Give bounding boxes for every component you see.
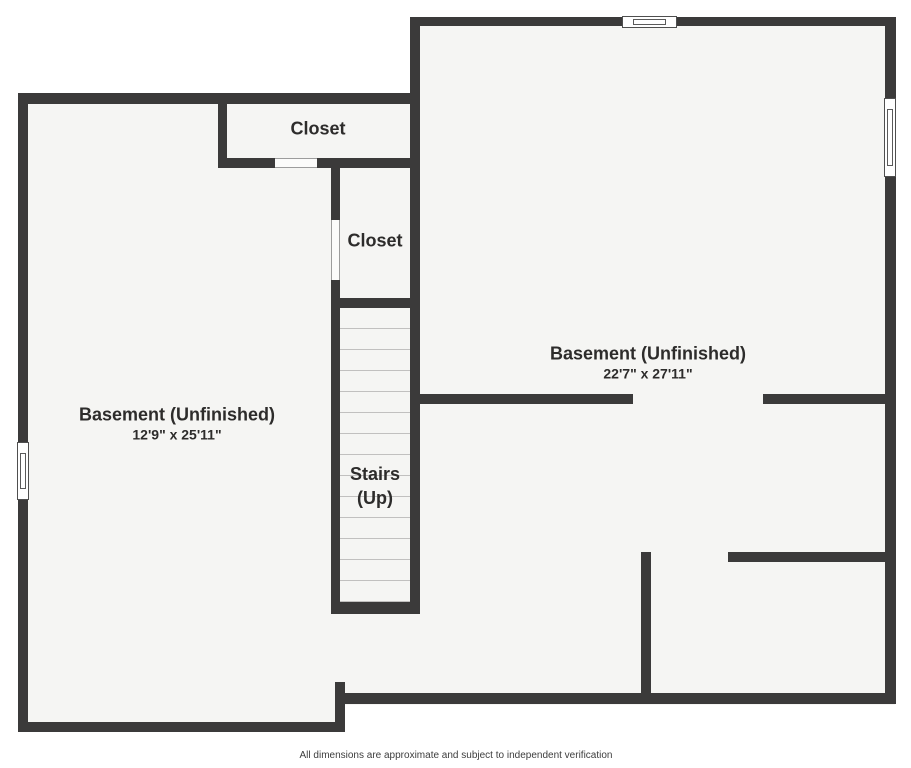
- floor-right-section: [410, 17, 895, 705]
- wall-exterior-left: [18, 93, 28, 732]
- window-pane: [20, 453, 26, 489]
- window-pane: [633, 19, 666, 25]
- wall-lower-right-divider: [728, 552, 895, 562]
- room-label-left-basement: Basement (Unfinished) 12'9" x 25'11": [79, 404, 275, 445]
- room-name: Basement (Unfinished): [78, 404, 276, 425]
- wall-closet-middle-left-lower: [331, 280, 340, 308]
- wall-exterior-bottom-left-room: [18, 722, 345, 732]
- wall-closet-middle-bottom: [331, 298, 420, 308]
- room-label-right-basement: Basement (Unfinished) 22'7" x 27'11": [550, 343, 746, 384]
- window-symbol-top: [622, 16, 677, 28]
- wall-exterior-step: [335, 682, 345, 732]
- wall-right-room-divider-seg1: [415, 394, 633, 404]
- room-dimensions: 22'7" x 27'11": [603, 365, 693, 382]
- door-opening-closet-top: [275, 158, 317, 168]
- wall-stairs-left: [331, 298, 340, 614]
- stairs-label-line2: (Up): [357, 488, 393, 508]
- closet-label-middle: Closet: [347, 230, 403, 251]
- wall-stairs-bottom: [331, 602, 420, 614]
- wall-closet-top-left: [218, 93, 227, 168]
- wall-lower-vertical-divider: [641, 552, 651, 704]
- room-name: Basement (Unfinished): [549, 343, 747, 364]
- closet-label-top: Closet: [290, 118, 346, 139]
- wall-closet-top-bottom-seg1: [218, 158, 275, 168]
- stairs-treads: [340, 308, 410, 602]
- room-dimensions: 12'9" x 25'11": [132, 426, 222, 443]
- wall-closet-middle-left-upper: [331, 168, 340, 220]
- window-symbol-left: [17, 442, 29, 500]
- wall-right-room-divider-seg2: [763, 394, 895, 404]
- stairs-label-line1: Stairs: [349, 464, 401, 484]
- wall-right-room-left: [410, 17, 420, 614]
- wall-exterior-right: [885, 17, 896, 704]
- window-pane: [887, 109, 893, 166]
- wall-closet-top-bottom-seg2: [317, 158, 420, 168]
- window-symbol-right: [884, 98, 896, 177]
- stairs-label: Stairs (Up): [350, 462, 400, 510]
- wall-exterior-bottom-right: [337, 693, 895, 704]
- door-opening-closet-middle: [331, 220, 340, 280]
- disclaimer-text: All dimensions are approximate and subje…: [299, 750, 613, 761]
